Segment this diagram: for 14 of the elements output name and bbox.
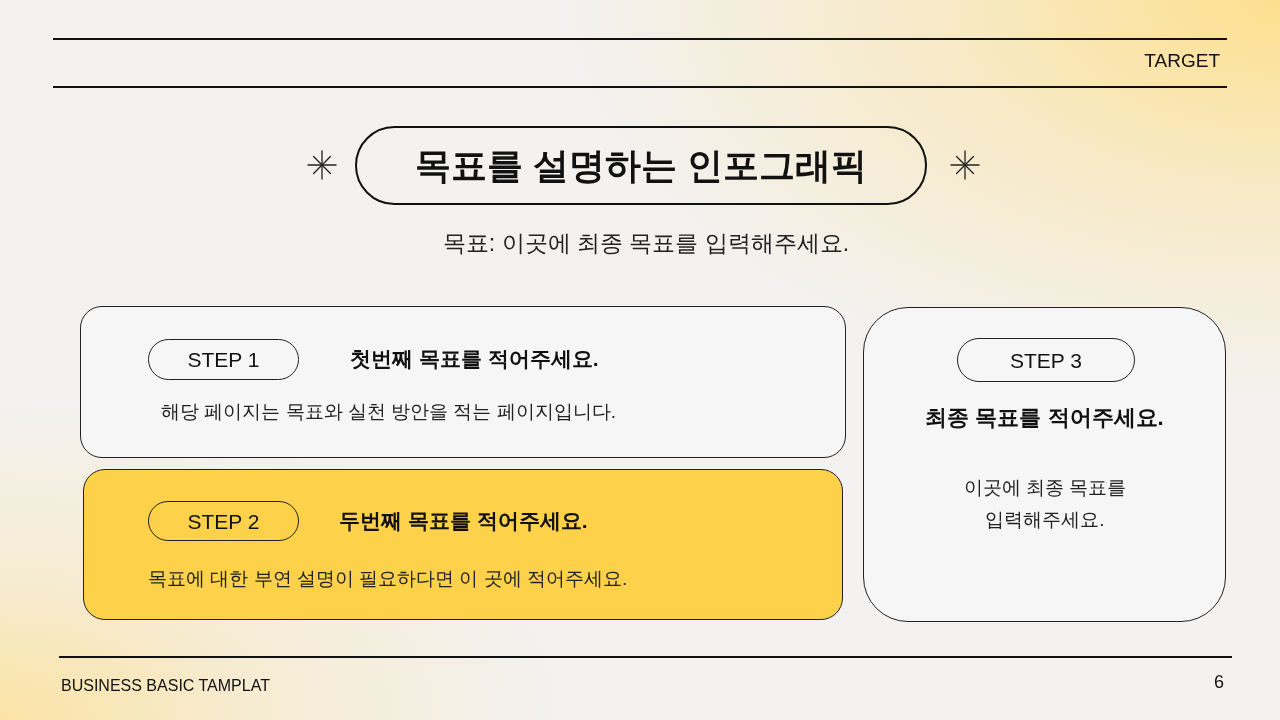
section-label: TARGET — [1144, 49, 1220, 73]
step-heading: 첫번째 목표를 적어주세요. — [350, 346, 599, 372]
goal-subtitle: 목표: 이곳에 최종 목표를 입력해주세요. — [441, 229, 851, 258]
step-card — [80, 306, 846, 458]
page-number: 6 — [1214, 671, 1224, 694]
step-description: 목표에 대한 부연 설명이 필요하다면 이 곳에 적어주세요. — [148, 567, 628, 591]
step-heading: 두번째 목표를 적어주세요. — [339, 508, 588, 534]
final-goal-description: 이곳에 최종 목표를 입력해주세요. — [962, 476, 1128, 532]
title-banner: 목표를 설명하는 인포그래픽 — [355, 126, 927, 205]
final-goal-card — [863, 307, 1226, 622]
step-card — [83, 469, 843, 620]
final-goal-heading: 최종 목표를 적어주세요. — [924, 404, 1165, 432]
footer-text: BUSINESS BASIC TAMPLAT — [61, 676, 270, 696]
step-description: 해당 페이지는 목표와 실천 방안을 적는 페이지입니다. — [161, 400, 616, 424]
